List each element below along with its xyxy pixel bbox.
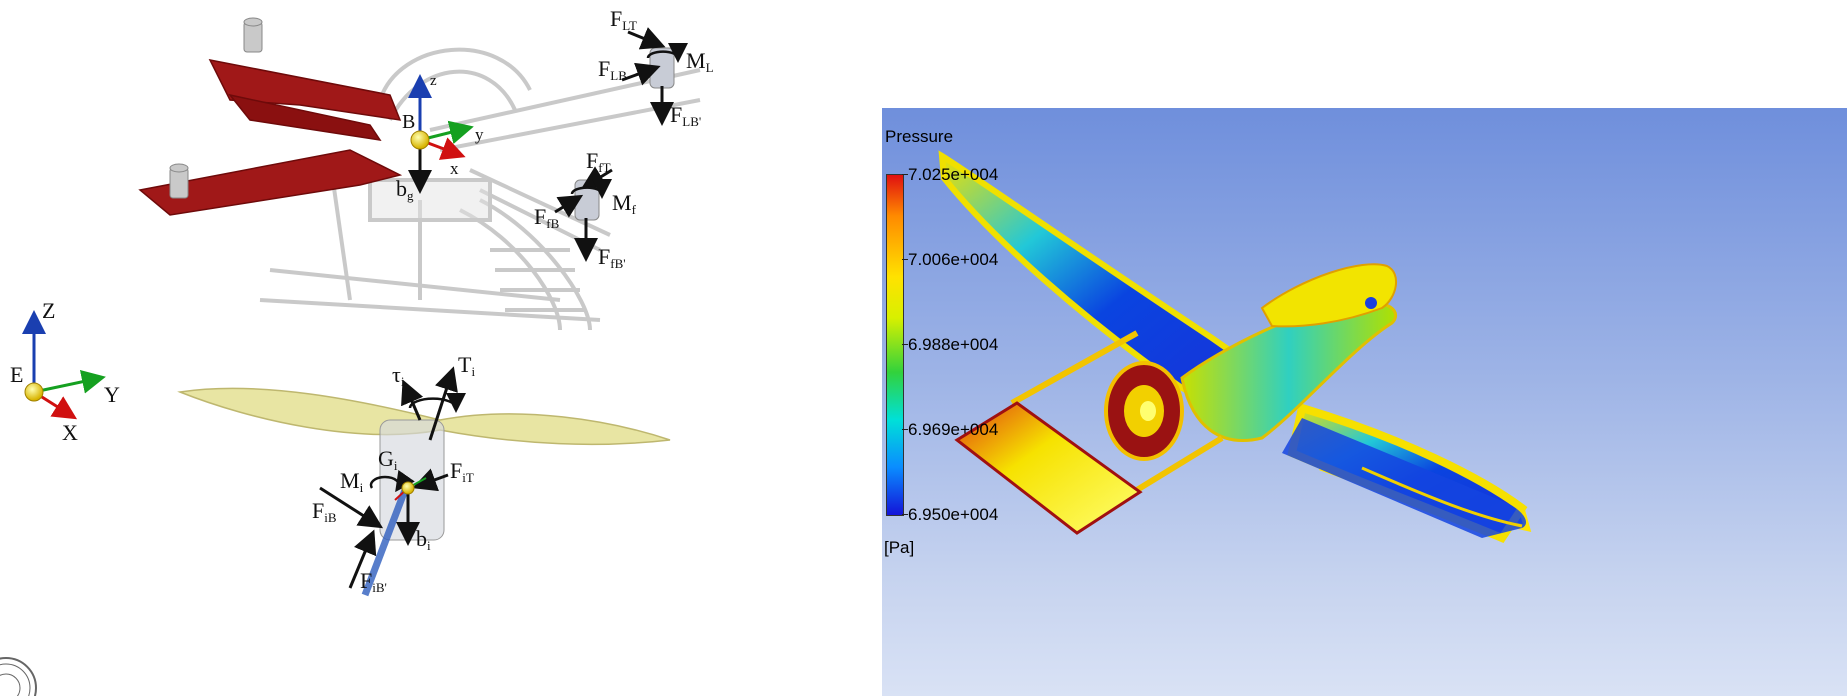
lower-tail-boom	[1130, 435, 1224, 496]
label-f-fb: FfB	[534, 204, 560, 231]
label-body-b: B	[402, 111, 416, 133]
drone-diagram-graphic	[0, 17, 701, 696]
force-arrow-ffb	[554, 194, 584, 218]
legend-tick	[902, 429, 908, 430]
label-f-lt: FLT	[610, 6, 637, 33]
force-arrow-fft	[580, 166, 613, 190]
force-arrow-flb	[621, 62, 661, 86]
label-f-it: FiT	[450, 458, 474, 485]
label-m-l: ML	[686, 48, 714, 75]
force-arrow-fibp	[348, 529, 377, 589]
legend-value-max: 7.025e+004	[908, 165, 999, 184]
nose-pod	[1260, 263, 1397, 328]
legend-tick	[902, 514, 908, 515]
rotor-shaft	[361, 488, 409, 597]
label-body-x: x	[450, 159, 459, 178]
spinner	[1140, 401, 1156, 421]
moment-arrow-mi	[369, 469, 415, 493]
label-earth-x: X	[62, 420, 78, 445]
label-earth-z: Z	[42, 298, 56, 323]
motor-mounts	[169, 17, 263, 199]
label-body-z: z	[430, 73, 437, 89]
legend-tick	[902, 259, 908, 260]
thrust-arrow	[428, 366, 458, 441]
red-frame-arms	[138, 58, 403, 216]
trailing-edge-highlight	[1361, 466, 1523, 528]
label-body-y: y	[475, 125, 484, 144]
legend-value-min: 6.950e+004	[908, 505, 999, 524]
cfd-pressure-panel: Pressure 7.025e+004 7.006e+004 6.988e+00…	[882, 108, 1847, 696]
moment-arrow-ml	[646, 42, 688, 63]
earth-y-axis	[33, 369, 106, 394]
transparent-frame	[259, 47, 701, 331]
label-b-i: bi	[416, 526, 431, 553]
force-arrow-fit	[412, 468, 449, 492]
propeller-blade	[177, 387, 671, 446]
legend-tick	[902, 174, 908, 175]
label-earth-e: E	[10, 362, 24, 387]
label-tau-i: τi	[392, 362, 405, 389]
legend-color-bar	[886, 174, 904, 516]
label-m-i: Mi	[340, 468, 364, 495]
aircraft-pressure-contour	[938, 150, 1532, 543]
university-seal-icon	[0, 657, 37, 696]
horizontal-tail	[954, 401, 1143, 535]
legend-tick	[902, 344, 908, 345]
label-b-g: bg	[396, 176, 414, 203]
nose-tip	[1365, 297, 1377, 309]
label-t-i: Ti	[458, 352, 476, 379]
force-arrow-flt	[627, 27, 666, 50]
legend-value: 6.988e+004	[908, 335, 999, 354]
label-f-lb: FLB	[598, 56, 627, 83]
legend-value: 7.006e+004	[908, 250, 999, 269]
legend-title: Pressure	[885, 127, 954, 146]
upper-tail-boom	[1010, 330, 1139, 406]
label-f-lb-prime: FLB'	[670, 102, 702, 129]
label-g-i: Gi	[378, 446, 398, 473]
rotor-center	[401, 481, 415, 495]
label-f-fb-prime: FfB'	[598, 244, 626, 271]
label-f-ib: FiB	[312, 498, 337, 525]
earth-origin	[24, 382, 44, 402]
right-wing-shade	[1282, 418, 1527, 538]
force-arrow-fib	[319, 486, 384, 529]
legend-unit: [Pa]	[884, 538, 915, 557]
moment-arrow-mf	[570, 178, 612, 199]
label-m-f: Mf	[612, 190, 636, 217]
drone-diagram-panel: FLT FLB ML FLB' B z y x bg FfT Mf FfB Ff…	[0, 0, 880, 696]
label-earth-y: Y	[104, 382, 120, 407]
label-f-ib-prime: FiB'	[360, 568, 387, 595]
legend-value: 6.969e+004	[908, 420, 999, 439]
body-center	[410, 130, 430, 150]
label-f-ft: FfT	[586, 148, 611, 175]
torque-moment-arc	[408, 392, 466, 413]
